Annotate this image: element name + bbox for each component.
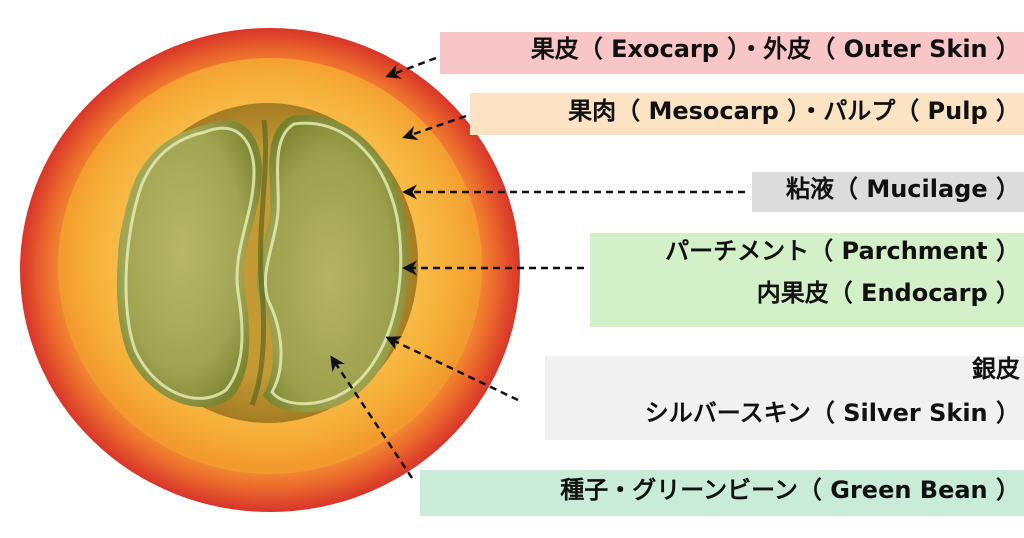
mesocarp-leader bbox=[402, 114, 467, 141]
mucilage-label-text: 粘液（ Mucilage ） bbox=[785, 175, 1020, 203]
mesocarp-label-bg bbox=[470, 93, 1024, 135]
green-bean-label: 種子・グリーンビーン（ Green Bean ） bbox=[424, 476, 1020, 513]
leader-lines bbox=[330, 56, 745, 479]
parchment-label: パーチメント（ Parchment ） 内果皮（ Endocarp ） bbox=[594, 237, 1020, 326]
parchment-outline-left bbox=[124, 126, 256, 400]
bean-leader bbox=[330, 355, 414, 479]
exocarp-leader bbox=[385, 56, 437, 79]
mucilage-label-bg bbox=[752, 172, 1024, 212]
coffee-cherry bbox=[20, 28, 520, 512]
mesocarp-label-text: 果肉（ Mesocarp ）・パルプ（ Pulp ） bbox=[568, 97, 1020, 125]
parchment-label-bg bbox=[590, 233, 1024, 327]
mesocarp-label: 果肉（ Mesocarp ）・パルプ（ Pulp ） bbox=[474, 97, 1020, 134]
exocarp-label-bg bbox=[440, 32, 1024, 74]
exocarp-label: 果皮（ Exocarp ）・外皮（ Outer Skin ） bbox=[444, 35, 1020, 72]
bean-right bbox=[256, 115, 410, 413]
exocarp-label-text: 果皮（ Exocarp ）・外皮（ Outer Skin ） bbox=[530, 35, 1020, 63]
silver-leader bbox=[385, 336, 519, 402]
bean-left bbox=[116, 120, 262, 407]
green-bean-label-text: 種子・グリーンビーン（ Green Bean ） bbox=[560, 476, 1020, 504]
label-backgrounds bbox=[420, 32, 1024, 516]
bean-seam bbox=[249, 119, 268, 406]
silver-label-bg bbox=[545, 356, 1024, 440]
bean-label-bg bbox=[420, 470, 1024, 516]
parchment-label-line1: パーチメント（ Parchment ） bbox=[665, 237, 1020, 265]
parchment-outline-right bbox=[263, 121, 403, 406]
mucilage-label: 粘液（ Mucilage ） bbox=[756, 175, 1020, 210]
silver-skin-label-line2: シルバースキン（ Silver Skin ） bbox=[644, 398, 1020, 427]
silver-skin-label: 銀皮 シルバースキン（ Silver Skin ） bbox=[549, 355, 1020, 440]
silver-skin-label-line1: 銀皮 bbox=[972, 355, 1020, 383]
parchment-label-line2: 内果皮（ Endocarp ） bbox=[756, 278, 1020, 307]
